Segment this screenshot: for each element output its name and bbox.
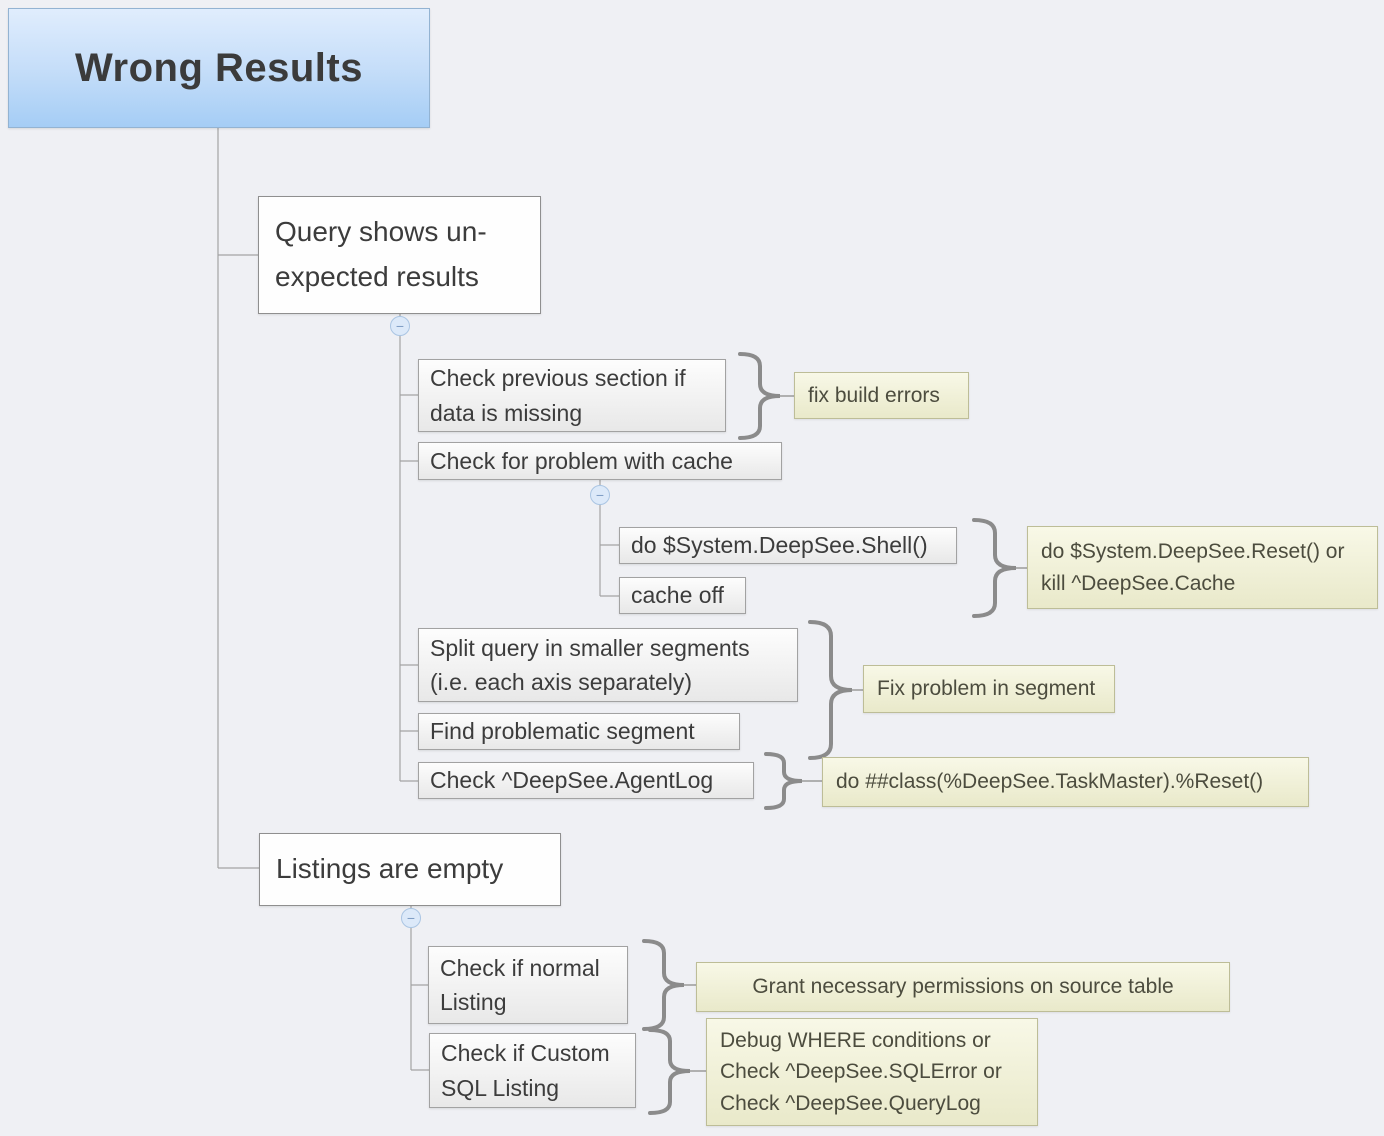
note-label: fix build errors xyxy=(808,383,940,407)
node-cache-off[interactable]: cache off xyxy=(619,577,746,614)
collapse-toggle-cache[interactable]: − xyxy=(590,485,610,505)
node-label-line: SQL Listing xyxy=(441,1074,560,1101)
note-label-line: Check ^DeepSee.SQLError or xyxy=(720,1060,1002,1084)
note-label: Fix problem in segment xyxy=(877,677,1096,701)
node-label-line: expected results xyxy=(275,261,479,292)
node-label-line: Check if normal xyxy=(440,954,600,981)
node-find-problematic-segment[interactable]: Find problematic segment xyxy=(418,713,740,750)
brace-icon-fix-segment xyxy=(808,620,853,760)
node-label-line: Check if Custom xyxy=(441,1040,610,1066)
node-check-agentlog[interactable]: Check ^DeepSee.AgentLog xyxy=(418,762,754,799)
node-check-normal-listing[interactable]: Check if normal Listing xyxy=(428,946,628,1024)
minus-icon: − xyxy=(395,318,405,334)
node-label-line: (i.e. each axis separately) xyxy=(430,669,693,695)
note-label-line: Debug WHERE conditions or xyxy=(720,1028,991,1052)
node-label: Check for problem with cache xyxy=(430,447,733,474)
note-taskmaster-reset[interactable]: do ##class(%DeepSee.TaskMaster).%Reset() xyxy=(822,757,1309,807)
collapse-toggle-listings[interactable]: − xyxy=(401,908,421,928)
node-label: Wrong Results xyxy=(74,45,363,90)
node-label: Find problematic segment xyxy=(430,718,695,745)
node-label: cache off xyxy=(631,582,724,609)
note-debug-where-conditions[interactable]: Debug WHERE conditions or Check ^DeepSee… xyxy=(706,1018,1038,1126)
node-do-deepsee-shell[interactable]: do $System.DeepSee.Shell() xyxy=(619,527,957,564)
note-label: Grant necessary permissions on source ta… xyxy=(752,975,1174,999)
note-label: do ##class(%DeepSee.TaskMaster).%Reset() xyxy=(836,770,1264,794)
note-reset-or-kill-cache[interactable]: do $System.DeepSee.Reset() or kill ^Deep… xyxy=(1027,526,1378,609)
note-grant-permissions[interactable]: Grant necessary permissions on source ta… xyxy=(696,962,1230,1012)
brace-icon-reset-cache xyxy=(972,518,1017,618)
node-label: Listings are empty xyxy=(276,853,504,885)
node-split-query-segments[interactable]: Split query in smaller segments (i.e. ea… xyxy=(418,628,798,702)
node-label: do $System.DeepSee.Shell() xyxy=(631,532,928,559)
node-check-custom-sql-listing[interactable]: Check if Custom SQL Listing xyxy=(429,1033,636,1108)
brace-icon-fix-build xyxy=(738,352,781,440)
brace-icon-taskmaster xyxy=(764,752,803,810)
note-label-line: Check ^DeepSee.QueryLog xyxy=(720,1091,981,1115)
node-check-previous-section[interactable]: Check previous section if data is missin… xyxy=(418,359,726,432)
note-fix-problem-in-segment[interactable]: Fix problem in segment xyxy=(863,665,1115,713)
collapse-toggle-query[interactable]: − xyxy=(390,316,410,336)
node-label-line: Check previous section if xyxy=(430,365,686,391)
brace-icon-debug xyxy=(648,1028,691,1115)
node-wrong-results[interactable]: Wrong Results xyxy=(8,8,430,128)
node-check-problem-with-cache[interactable]: Check for problem with cache xyxy=(418,442,782,480)
note-label-line: kill ^DeepSee.Cache xyxy=(1041,571,1236,595)
minus-icon: − xyxy=(595,487,605,503)
node-label: Check ^DeepSee.AgentLog xyxy=(430,767,714,794)
node-label-line: Query shows un- xyxy=(275,216,487,248)
minus-icon: − xyxy=(406,910,416,926)
node-query-shows-unexpected-results[interactable]: Query shows un- expected results xyxy=(258,196,541,314)
node-label-line: Listing xyxy=(440,989,507,1015)
brace-icon-grant xyxy=(642,939,685,1031)
note-fix-build-errors[interactable]: fix build errors xyxy=(794,372,969,419)
note-label-line: do $System.DeepSee.Reset() or xyxy=(1041,540,1345,563)
node-listings-are-empty[interactable]: Listings are empty xyxy=(259,833,561,906)
node-label-line: Split query in smaller segments xyxy=(430,634,750,661)
node-label-line: data is missing xyxy=(430,399,583,426)
